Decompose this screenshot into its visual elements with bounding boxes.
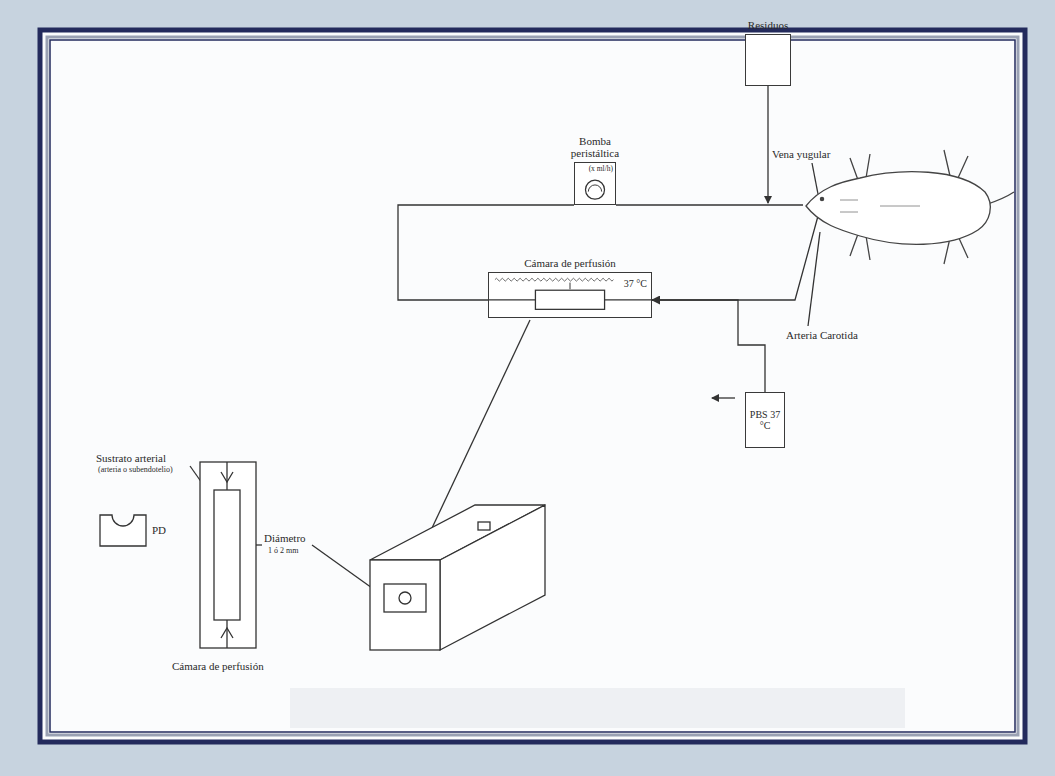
part-label: Vena yugular bbox=[772, 148, 830, 160]
pump-rotor bbox=[588, 185, 601, 192]
pump-rotor bbox=[585, 180, 604, 199]
perfusion-bath: Cámara de perfusión37 °C bbox=[488, 272, 652, 318]
pointer bbox=[570, 283, 571, 290]
faint-table bbox=[290, 688, 905, 728]
pump-box: Bomba peristáltica(x ml/h) bbox=[574, 162, 616, 205]
chamber-3d bbox=[370, 505, 545, 650]
chamber-plan bbox=[200, 462, 256, 648]
leader-line bbox=[256, 544, 262, 545]
node-text: PBS 37 °C bbox=[749, 409, 781, 431]
node-text: Residuos bbox=[748, 19, 788, 31]
part-label: Cámara de perfusión bbox=[172, 660, 264, 672]
part-label: 1 ó 2 mm bbox=[268, 547, 298, 556]
frame-strip bbox=[47, 37, 1018, 735]
leader-line bbox=[808, 232, 820, 326]
part-label: PD bbox=[152, 524, 166, 536]
pd-trough bbox=[100, 515, 146, 546]
tube bbox=[605, 299, 651, 300]
part-label: (arteria o subendotelio) bbox=[98, 466, 173, 475]
frame-outer bbox=[40, 30, 1025, 742]
part-label: Arteria Carotida bbox=[786, 329, 858, 341]
tube-connector bbox=[652, 300, 765, 392]
leader-line bbox=[812, 163, 818, 194]
node-text: (x ml/h) bbox=[589, 165, 613, 173]
pbs-box: PBS 37 °C bbox=[745, 392, 785, 448]
circuit-line bbox=[652, 216, 818, 300]
node-text: Cámara de perfusión bbox=[524, 257, 616, 269]
tube bbox=[489, 299, 535, 300]
rat-figure bbox=[806, 150, 1014, 264]
leader-line bbox=[432, 320, 530, 528]
waste-line bbox=[767, 86, 768, 203]
waste-box: Residuos bbox=[745, 34, 791, 86]
node-inner-drawing bbox=[746, 35, 790, 85]
water-surface bbox=[495, 278, 614, 281]
circuit-line bbox=[616, 204, 803, 205]
frame-inner bbox=[50, 40, 1015, 732]
node-text: Bomba peristáltica bbox=[555, 135, 635, 159]
chamber-body bbox=[535, 290, 604, 309]
node-text: 37 °C bbox=[624, 278, 647, 289]
part-label: Sustrato arterial bbox=[96, 452, 166, 464]
part-label: Diámetro bbox=[264, 532, 306, 544]
flow-arrow bbox=[712, 397, 735, 398]
